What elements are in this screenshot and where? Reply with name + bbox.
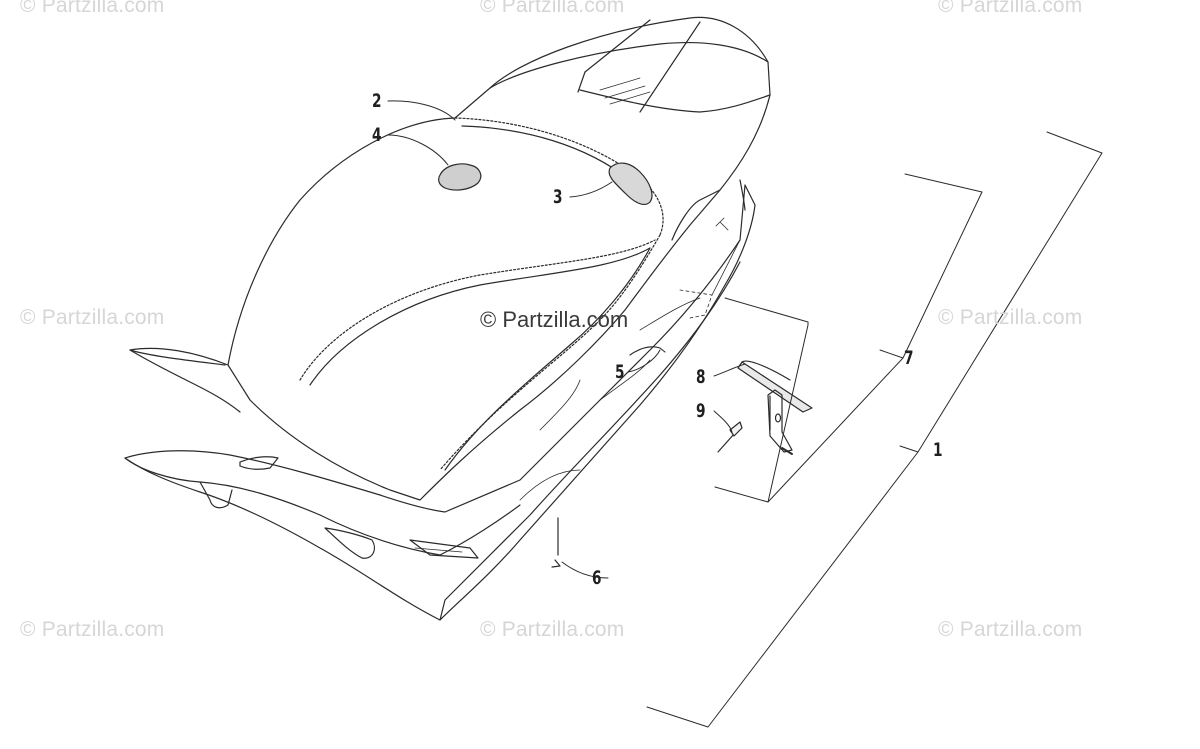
watermark-bottom-center: © Partzilla.com <box>480 618 625 641</box>
seat-cushion <box>129 16 771 501</box>
callout-2[interactable]: 2 <box>372 90 382 112</box>
watermark-top-left: © Partzilla.com <box>20 0 165 17</box>
patch-3 <box>608 162 653 206</box>
callout-5[interactable]: 5 <box>615 361 625 383</box>
patch-4 <box>438 163 482 191</box>
callout-1[interactable]: 1 <box>933 439 943 461</box>
bracket-assembly <box>717 360 813 455</box>
leader-lines <box>387 100 746 579</box>
callout-7[interactable]: 7 <box>904 347 914 369</box>
watermark-center: © Partzilla.com <box>480 307 629 332</box>
watermark-mid-right: © Partzilla.com <box>938 306 1083 329</box>
watermark-bottom-right: © Partzilla.com <box>938 618 1083 641</box>
callout-9[interactable]: 9 <box>696 400 706 422</box>
watermark-bottom-left: © Partzilla.com <box>20 618 165 641</box>
group-bracket-7-outer <box>767 173 983 503</box>
callout-4[interactable]: 4 <box>372 124 382 146</box>
seat-base <box>124 179 756 621</box>
callout-3[interactable]: 3 <box>553 186 563 208</box>
group-bracket-7 <box>714 297 809 503</box>
group-bracket-1 <box>646 131 1103 728</box>
callout-6[interactable]: 6 <box>592 567 602 589</box>
watermark-top-right: © Partzilla.com <box>938 0 1083 17</box>
callout-8[interactable]: 8 <box>696 366 706 388</box>
watermark-top-center: © Partzilla.com <box>480 0 625 17</box>
watermark-mid-left: © Partzilla.com <box>20 306 165 329</box>
